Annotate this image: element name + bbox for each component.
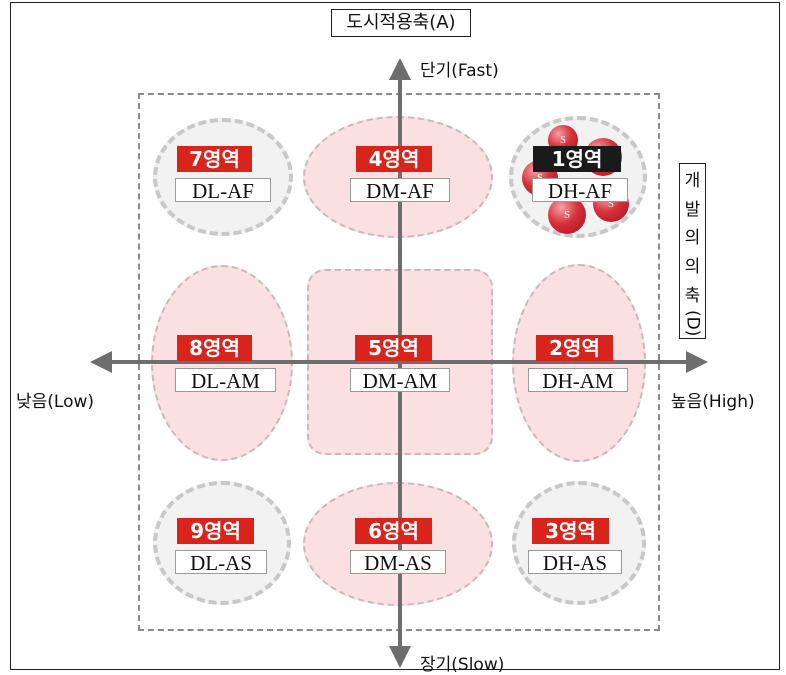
zone-6-code: DM-AS bbox=[350, 550, 446, 575]
zone-4-badge: 4영역 bbox=[356, 146, 432, 172]
zone-2-badge: 2영역 bbox=[536, 335, 613, 361]
horizontal-axis-title-char: 발 bbox=[684, 199, 701, 220]
vertical-axis-top-label: 단기(Fast) bbox=[420, 61, 499, 81]
diagram-frame bbox=[10, 2, 780, 670]
vertical-axis-bottom-label: 장기(Slow) bbox=[420, 655, 505, 675]
horizontal-axis-title-char: (D) bbox=[682, 309, 703, 337]
horizontal-axis-title-char: 축 bbox=[684, 285, 701, 306]
zone-8-code: DL-AM bbox=[175, 368, 276, 393]
ball-icon: S bbox=[548, 196, 586, 234]
zone-9-badge: 9영역 bbox=[177, 518, 254, 544]
zone-3-code: DH-AS bbox=[528, 550, 622, 575]
zone-2-code: DH-AM bbox=[528, 368, 628, 393]
arrow-up-icon bbox=[389, 58, 411, 80]
horizontal-axis-left-label: 낮음(Low) bbox=[16, 392, 95, 412]
arrow-right-icon bbox=[686, 351, 708, 373]
horizontal-axis-right-label: 높음(High) bbox=[671, 392, 755, 412]
zone-7-shape bbox=[153, 118, 293, 236]
horizontal-axis-title-char: 개 bbox=[684, 170, 701, 191]
zone-8-badge: 8영역 bbox=[177, 335, 252, 361]
zone-9-code: DL-AS bbox=[175, 550, 267, 575]
zone-4-code: DM-AF bbox=[350, 178, 450, 203]
arrow-down-icon bbox=[389, 646, 411, 668]
zone-6-badge: 6영역 bbox=[355, 518, 432, 544]
zone-5-code: DM-AM bbox=[350, 368, 450, 393]
zone-1-badge: 1영역 bbox=[533, 146, 621, 172]
zone-3-badge: 3영역 bbox=[532, 518, 609, 544]
zone-7-badge: 7영역 bbox=[177, 146, 252, 172]
arrow-left-icon bbox=[90, 351, 112, 373]
zone-1-code: DH-AF bbox=[532, 178, 628, 203]
zone-5-badge: 5영역 bbox=[355, 335, 432, 361]
horizontal-axis-title-char: 의 bbox=[684, 257, 701, 278]
horizontal-axis-title-char: 의 bbox=[684, 228, 701, 249]
zone-7-code: DL-AF bbox=[175, 178, 271, 203]
horizontal-axis-title: 개 발 의 의 축 (D) bbox=[679, 163, 706, 339]
vertical-axis-title: 도시적용축(A) bbox=[331, 9, 471, 37]
